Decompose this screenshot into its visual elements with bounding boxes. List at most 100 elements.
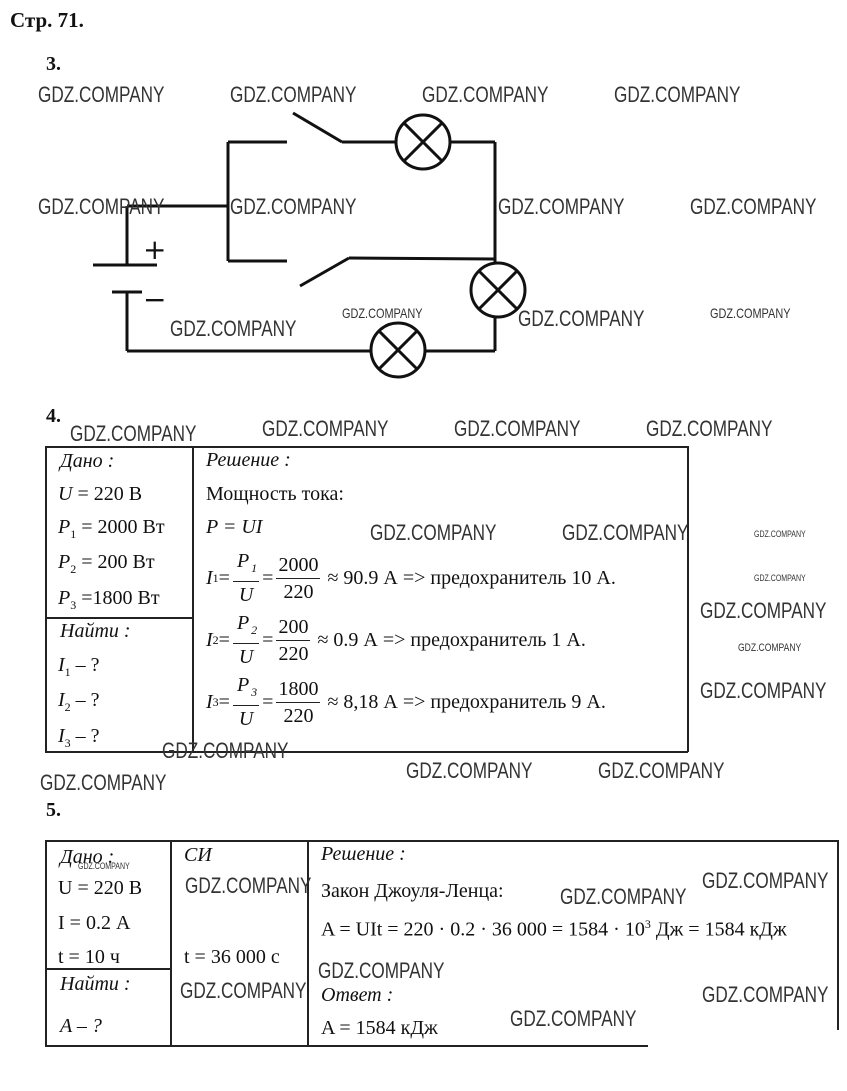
given-item-value: = 2000 Вт: [76, 516, 165, 538]
given-item-symbol: P: [58, 551, 71, 573]
find-item: I3 – ?: [58, 724, 100, 755]
watermark: GDZ.COMPANY: [702, 868, 829, 893]
given-item-symbol: U: [58, 483, 73, 505]
lamp-2-icon: [469, 261, 527, 319]
given-current: I = 0.2 А: [58, 912, 131, 934]
page-title: Стр. 71.: [10, 8, 84, 32]
given-item-symbol: P: [58, 587, 71, 609]
given-item-subscript: 1: [70, 527, 77, 541]
equation-result: ≈ 0.9 А => предохранитель 1 А.: [317, 628, 586, 651]
equation-lhs: I: [206, 690, 213, 713]
watermark: GDZ.COMPANY: [598, 758, 725, 783]
given-item: P3 =1800 Вт: [58, 586, 160, 617]
find-value: A – ?: [60, 1015, 102, 1037]
problem-5-number: 5.: [46, 799, 61, 821]
switch-2: [299, 256, 350, 288]
numerator-symbol: P: [236, 612, 250, 634]
given-voltage: U = 220 В: [58, 877, 143, 899]
power-title: Мощность тока:: [206, 483, 344, 505]
fraction-denominator: U: [238, 584, 254, 606]
switch-1: [292, 111, 343, 144]
given-item-symbol: P: [58, 516, 71, 538]
equation-result: ≈ 90.9 А => предохранитель 10 А.: [327, 566, 616, 589]
watermark: GDZ.COMPANY: [700, 598, 827, 623]
watermark: GDZ.COMPANY: [454, 416, 581, 441]
watermark: GDZ.COMPANY: [702, 982, 829, 1007]
find-item-subscript: 1: [64, 665, 71, 679]
table-divider: [192, 446, 194, 752]
given-time: t = 10 ч: [58, 946, 120, 968]
lamp-1-icon: [394, 113, 452, 171]
find-item-symbol: I: [58, 654, 65, 676]
solution-label: Решение :: [206, 449, 291, 471]
find-item-value: – ?: [70, 689, 100, 711]
watermark: GDZ.COMPANY: [185, 873, 312, 898]
watermark: GDZ.COMPANY: [370, 520, 497, 545]
given-item-subscript: 2: [70, 562, 77, 576]
problem-4-number: 4.: [46, 405, 61, 427]
find-item: I2 – ?: [58, 688, 100, 719]
watermark: GDZ.COMPANY: [40, 770, 167, 795]
minus-sign: −: [143, 283, 167, 316]
equation-lhs-subscript: 1: [212, 570, 219, 585]
problem-3-number: 3.: [46, 53, 61, 75]
find-item-subscript: 3: [64, 736, 71, 750]
table-border: [45, 751, 688, 753]
watermark: GDZ.COMPANY: [754, 573, 806, 583]
answer-value: A = 1584 кДж: [321, 1017, 438, 1039]
plus-sign: +: [143, 233, 167, 266]
watermark: GDZ.COMPANY: [646, 416, 773, 441]
table-border: [45, 840, 47, 1046]
watermark: GDZ.COMPANY: [180, 978, 307, 1003]
given-item: P2 = 200 Вт: [58, 550, 155, 581]
watermark: GDZ.COMPANY: [510, 1006, 637, 1031]
numerator-symbol: P: [236, 550, 250, 572]
numerator-subscript: 3: [251, 685, 258, 699]
numerator-subscript: 1: [251, 561, 258, 575]
equation-exponent: 3: [644, 917, 651, 931]
fraction-denominator: 220: [283, 704, 314, 727]
given-item: P1 = 2000 Вт: [58, 515, 165, 546]
table-border: [837, 840, 839, 1030]
table-divider: [45, 617, 193, 619]
watermark: GDZ.COMPANY: [560, 884, 687, 909]
table-divider: [170, 840, 172, 1046]
watermark: GDZ.COMPANY: [262, 416, 389, 441]
circuit-diagram: [93, 111, 527, 379]
watermark: GDZ.COMPANY: [738, 642, 802, 654]
fraction-numerator: 1800: [276, 676, 321, 703]
given-item-value: =1800 Вт: [76, 587, 160, 609]
given-item-value: = 220 В: [72, 483, 143, 505]
equation-lhs: I: [206, 566, 213, 589]
equation-lhs-subscript: 2: [212, 632, 219, 647]
solution-label: Решение :: [321, 843, 406, 865]
wire: [348, 256, 496, 261]
find-label: Найти :: [60, 973, 131, 995]
numerator-subscript: 2: [251, 623, 258, 637]
find-item-subscript: 2: [64, 700, 71, 714]
fraction-numerator: 2000: [276, 552, 321, 579]
fraction-denominator: U: [238, 646, 254, 668]
find-item-value: – ?: [70, 654, 100, 676]
watermark: GDZ.COMPANY: [562, 520, 689, 545]
lamp-3-icon: [369, 321, 427, 379]
find-item: I1 – ?: [58, 653, 100, 684]
watermark: GDZ.COMPANY: [406, 758, 533, 783]
table-border: [45, 840, 838, 842]
table-border: [45, 446, 47, 752]
find-label: Найти :: [60, 620, 131, 642]
si-value: t = 36 000 с: [184, 946, 280, 968]
equation-lhs-subscript: 3: [212, 694, 219, 709]
equation-result: ≈ 8,18 А => предохранитель 9 А.: [327, 690, 606, 713]
law-title: Закон Джоуля-Ленца:: [321, 880, 504, 902]
